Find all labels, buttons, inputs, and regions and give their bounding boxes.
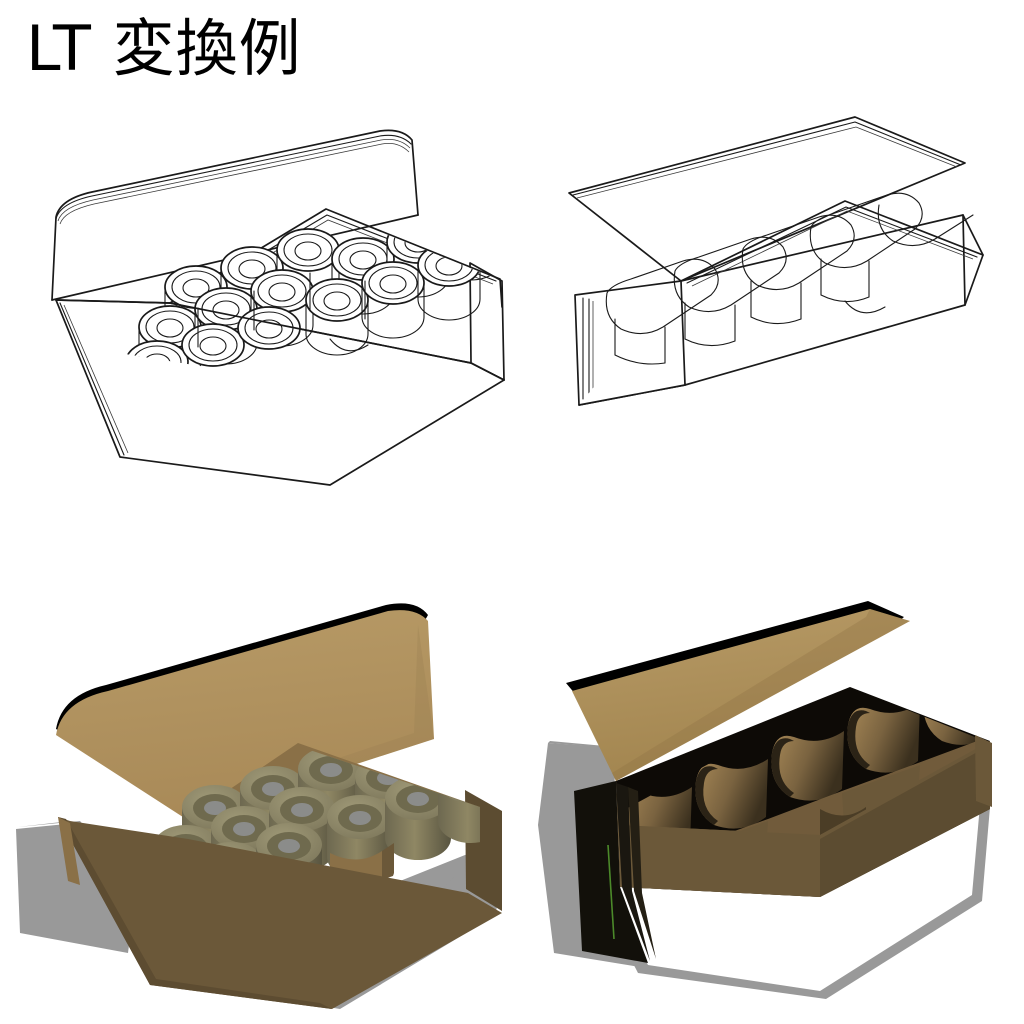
illustration-render-empty-box <box>520 595 1020 1015</box>
box-front-wall <box>616 741 990 897</box>
illustration-line-art-empty-box <box>545 105 1015 505</box>
box-right-end <box>975 735 992 807</box>
divider-insert <box>605 192 974 365</box>
box-lid <box>568 116 966 282</box>
divider-lines <box>197 272 369 352</box>
illustration-render-filled-box <box>10 585 530 1015</box>
box-lid <box>572 609 910 781</box>
box-front-wall <box>58 817 502 1009</box>
box-left-edge <box>58 817 80 885</box>
page-title: LT 変換例 <box>26 12 302 85</box>
box-left-end <box>574 781 656 963</box>
illustration-line-art-filled-box <box>30 95 530 515</box>
